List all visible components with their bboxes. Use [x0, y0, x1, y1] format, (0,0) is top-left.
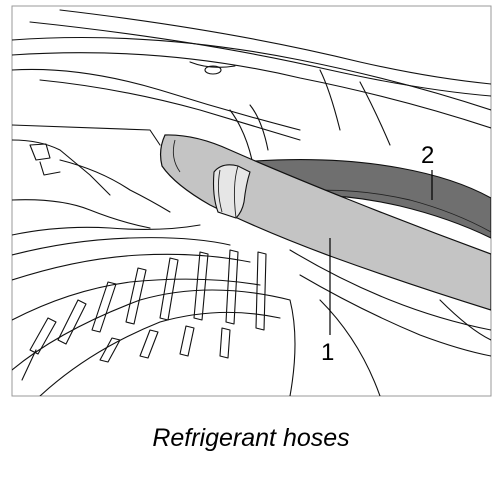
slotted-cover [12, 249, 296, 396]
hose-2 [238, 159, 491, 239]
upper-body-panel [12, 9, 491, 161]
callout-1-label: 1 [321, 339, 334, 366]
engine-bay-detail [12, 124, 261, 321]
hose-clip [212, 164, 251, 219]
lower-body-panel [289, 249, 491, 396]
callout-2-label: 2 [421, 142, 434, 169]
figure-caption: Refrigerant hoses [152, 424, 350, 452]
